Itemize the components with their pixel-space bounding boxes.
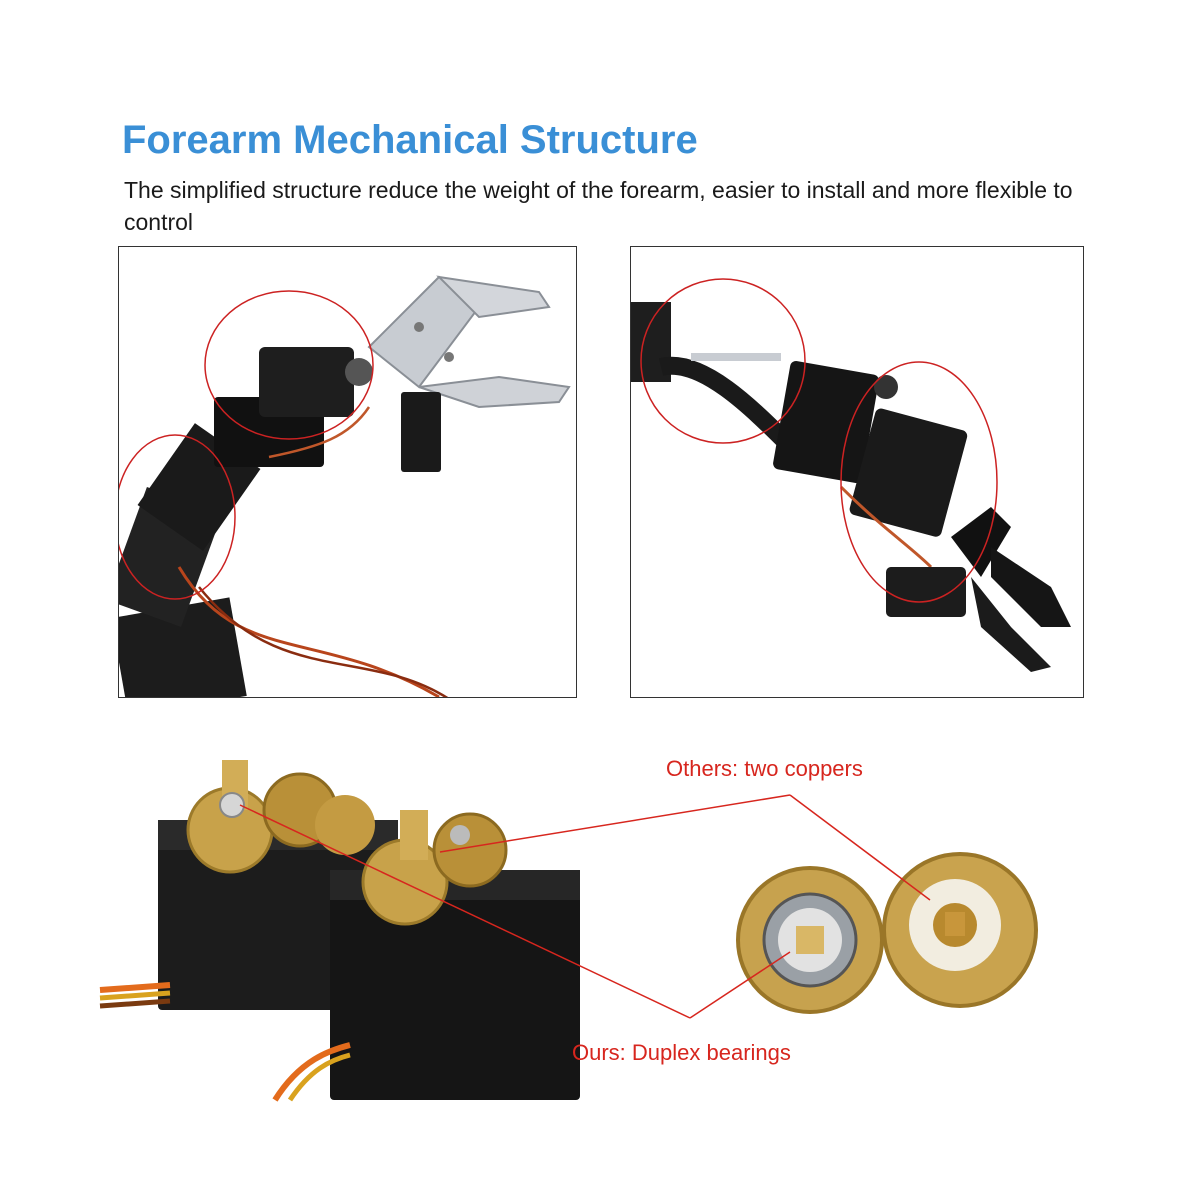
callout-others-two-coppers: Others: two coppers [666,756,863,781]
forearm-photo-left [118,246,577,698]
servo-gear-comparison-illustration [99,760,1038,1102]
page-description: The simplified structure reduce the weig… [124,177,1073,235]
robot-arm-black-gripper-illustration [631,278,1071,672]
robot-arm-silver-gripper-illustration [119,275,571,697]
forearm-photo-right [630,246,1084,698]
page-title: Forearm Mechanical Structure [122,118,698,162]
callout-ours-duplex-bearings: Ours: Duplex bearings [572,1040,791,1065]
